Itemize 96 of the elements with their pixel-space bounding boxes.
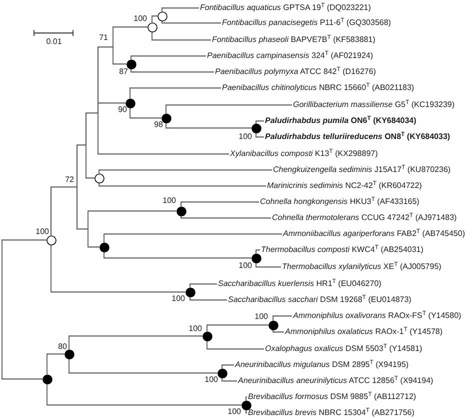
bootstrap-value: 100 (172, 294, 185, 304)
filled-node-circle (64, 348, 74, 360)
tree-branch (166, 122, 252, 128)
filled-node-circle (216, 368, 228, 378)
bootstrap-value: 100 (134, 14, 147, 24)
taxon-label: Gorillibacterium massiliense G5$^{T}$ (KC193239) (293, 100, 455, 110)
tree-branch (180, 215, 272, 218)
taxon-label: Ammoniibacillus agariperforans FAB2$^{T}$ (AB745450) (283, 229, 465, 239)
taxon-label: Brevibacillus formosus DSM 9885$^{T}$ (AB112712) (248, 392, 416, 402)
tree-branch (104, 234, 282, 243)
filled-node-circle (42, 374, 52, 384)
taxon-label: Paludirhabdus pumila ON6$^{T}$ (KY684034) (265, 116, 416, 126)
tree-branch (256, 120, 264, 124)
bootstrap-value: 71 (99, 33, 108, 43)
tree-branch (98, 170, 272, 174)
bootstrap-value: 100 (36, 227, 49, 237)
bootstrap-value: 100 (254, 312, 268, 322)
filled-node-circle (202, 330, 212, 342)
taxon-label: Paenibacillus chitinolyticus NBRC 15660$^{T}$ (AB021183) (222, 83, 414, 93)
taxon-label: Saccharibacillus sacchari DSM 19268$^{T}$ (EU014873) (228, 295, 412, 305)
tree-branch (206, 340, 264, 350)
tree-branch (46, 354, 65, 375)
taxon-label: Aneurinibacillus aneurinilyticus ATCC 12856$^{T}$ (X94194) (238, 376, 434, 386)
tree-branch (256, 250, 260, 254)
taxon-label: Brevibacillus brevis NBRC 15304$^{T}$ (AB271756) (248, 408, 414, 418)
taxon-label: Cohnella hongkongensis HKU3$^{T}$ (AF433165) (260, 197, 420, 207)
tree-branch (130, 56, 206, 60)
bootstrap-value: 87 (119, 67, 128, 77)
taxon-label: Fontibacillus aquaticus GPTSA 19$^{T}$ (DQ023221) (200, 3, 371, 13)
tree-branch (246, 396, 248, 401)
open-node-circle (46, 234, 56, 246)
taxon-label: Saccharibacillus kuerlensis HR1$^{T}$ (EU046270) (218, 279, 382, 289)
bootstrap-value: 100 (238, 261, 252, 271)
taxon-label: Paenibacillus polymyxa ATCC 842$^{T}$ (D16276) (215, 67, 376, 77)
tree-branch (104, 251, 252, 258)
tree-branch (222, 364, 234, 369)
tree-branch (162, 20, 222, 24)
bootstrap-value: 100 (162, 196, 176, 206)
taxon-label: Xylanibacillus composti K13$^{T}$ (KX298897) (230, 149, 378, 159)
taxon-label: Fontibacillus panacisegetis P11-6$^{T}$ (GQ303568) (222, 18, 391, 28)
tree-branch (46, 383, 242, 406)
taxon-label: Ammoniphilus oxalivorans RAOx-FS$^{T}$ (Y14580) (293, 311, 462, 321)
tree-branch (130, 88, 222, 99)
bootstrap-value: 98 (154, 120, 163, 130)
tree-branch (152, 16, 158, 23)
tree-branch (130, 107, 162, 118)
taxon-label: Aneurinibacillus migulanus DSM 2895$^{T}$ (X94195) (235, 360, 409, 370)
tree-branch (162, 8, 200, 12)
filled-node-circle (184, 286, 196, 298)
tree-branch (256, 262, 282, 268)
tree-branch (98, 182, 266, 186)
tree-branch (272, 329, 284, 332)
bootstrap-value: 100 (188, 324, 202, 334)
taxon-label: Oxalophagus oxalicus DSM 5503$^{T}$ (Y14581) (265, 344, 422, 354)
bootstrap-value: 90 (118, 105, 127, 115)
tree-branch (272, 316, 292, 321)
tree-branch (50, 186, 100, 248)
tree-branch (190, 296, 228, 300)
scale-value: 0.01 (46, 37, 62, 47)
taxon-label: Marinicrinis sediminis NC2-42$^{T}$ (KR604722) (267, 181, 422, 191)
taxon-label: Ammoniphilus oxalaticus RAOx-1$^{T}$ (Y14578) (285, 327, 443, 337)
tree-branch (206, 324, 269, 332)
bootstrap-value: 100 (204, 375, 218, 385)
taxon-label: Chengkuizengella sediminis J15A17$^{T}$ (KU870236) (273, 165, 451, 175)
taxon-label: Thermobacillus xylanilyticus XE$^{T}$ (AJ005795) (282, 262, 442, 272)
filled-node-circle (126, 58, 136, 70)
tree-branch (190, 284, 218, 288)
filled-node-circle (176, 206, 186, 216)
filled-node-circle (250, 122, 262, 134)
bootstrap-value: 100 (228, 407, 241, 417)
bootstrap-value: 100 (238, 132, 252, 142)
bootstrap-value: 72 (65, 175, 74, 185)
bootstrap-value: 80 (58, 342, 67, 352)
taxon-label: Fontibacillus phaseoli BAPVE7B$^{T}$ (KF583881) (212, 35, 376, 45)
tree-branch (50, 244, 186, 292)
tree-branch (222, 377, 238, 382)
open-node-circle (156, 10, 168, 22)
open-node-circle (146, 22, 158, 32)
tree-branch (130, 68, 214, 72)
tree-branch (166, 104, 292, 114)
taxon-label: Paludirhabdus telluriireducens ON8$^{T}$ (KY684033) (265, 132, 450, 142)
tree-branch (256, 132, 264, 138)
taxon-label: Thermobacillus composti KWC4$^{T}$ (AB254031) (261, 245, 424, 255)
filled-node-circle (240, 400, 252, 410)
taxon-label: Paenibacillus campinasensis 324$^{T}$ (AF021924) (207, 51, 373, 61)
taxon-label: Cohnella thermotolerans CCUG 47242$^{T}$ (AJ971483) (272, 213, 457, 223)
tree-branch (68, 336, 203, 350)
filled-node-circle (98, 242, 110, 252)
filled-node-circle (160, 112, 172, 124)
filled-node-circle (250, 252, 262, 264)
filled-node-circle (268, 320, 278, 330)
tree-branch (68, 358, 218, 374)
tree-branch (152, 31, 212, 40)
tree-branch (180, 202, 260, 207)
tree-branch (2, 240, 47, 380)
open-node-circle (94, 172, 104, 184)
